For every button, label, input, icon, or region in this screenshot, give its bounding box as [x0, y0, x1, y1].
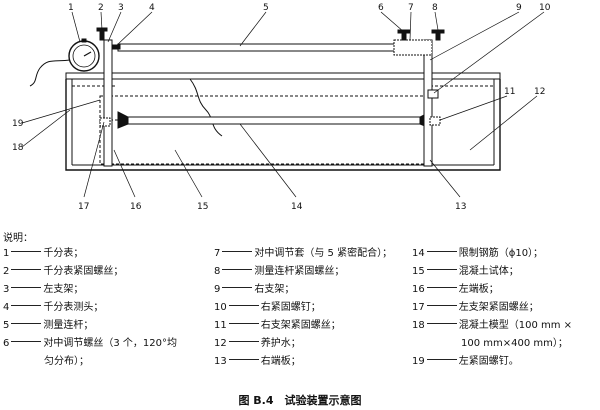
callout-2: 2: [98, 3, 104, 13]
left-support: [103, 39, 113, 167]
legend-title: 说明：: [3, 233, 33, 244]
cover-plate: [65, 72, 501, 80]
callout-19: 19: [12, 119, 24, 129]
right-support-screw: [429, 116, 441, 126]
callout-11: 11: [504, 87, 515, 97]
figure-caption: 图 B.4 试验装置示意图: [238, 394, 362, 407]
callout-4: 4: [149, 3, 155, 13]
rod-fixing-screw-head: [431, 29, 445, 34]
left-end-plate: [117, 111, 129, 129]
callout-14: 14: [291, 202, 303, 212]
apparatus-diagram: 1 2 3 4 5 6 7 8 9 10 11 12 19 18 17 16 1…: [12, 3, 551, 212]
callout-7: 7: [408, 3, 414, 13]
dial-gauge-needle: [83, 51, 92, 57]
callout-1: 1: [68, 3, 74, 13]
callout-8: 8: [432, 3, 438, 13]
left-fixing-screw: [99, 117, 111, 127]
measuring-rod: [117, 43, 419, 52]
callout-3: 3: [118, 3, 124, 13]
legend-item-18-cont: 100 mm×400 mm）；: [461, 338, 568, 349]
centering-screw-head: [397, 29, 411, 34]
callout-15: 15: [197, 202, 208, 212]
callout-10: 10: [539, 3, 551, 13]
right-support: [423, 39, 433, 167]
right-fixing-screw: [427, 89, 439, 99]
callout-12: 12: [534, 87, 545, 97]
tank-wall: [65, 79, 501, 171]
callout-6: 6: [378, 3, 384, 13]
callout-9: 9: [516, 3, 522, 13]
section-break-line: [189, 78, 223, 137]
centering-sleeve: [393, 39, 433, 56]
dial-gauge-face: [72, 44, 96, 68]
callout-17: 17: [78, 202, 89, 212]
callout-5: 5: [263, 3, 269, 13]
gauge-probe: [111, 44, 121, 50]
restraint-steel-bar: [127, 116, 421, 125]
concrete-specimen-outline: [99, 95, 429, 165]
callout-16: 16: [130, 202, 142, 212]
callout-13: 13: [455, 202, 466, 212]
callout-18: 18: [12, 143, 24, 153]
dial-gauge-cable: [29, 59, 71, 87]
dial-gauge-stem: [81, 38, 87, 43]
legend-item-6-cont: 匀分布）；: [44, 356, 89, 367]
